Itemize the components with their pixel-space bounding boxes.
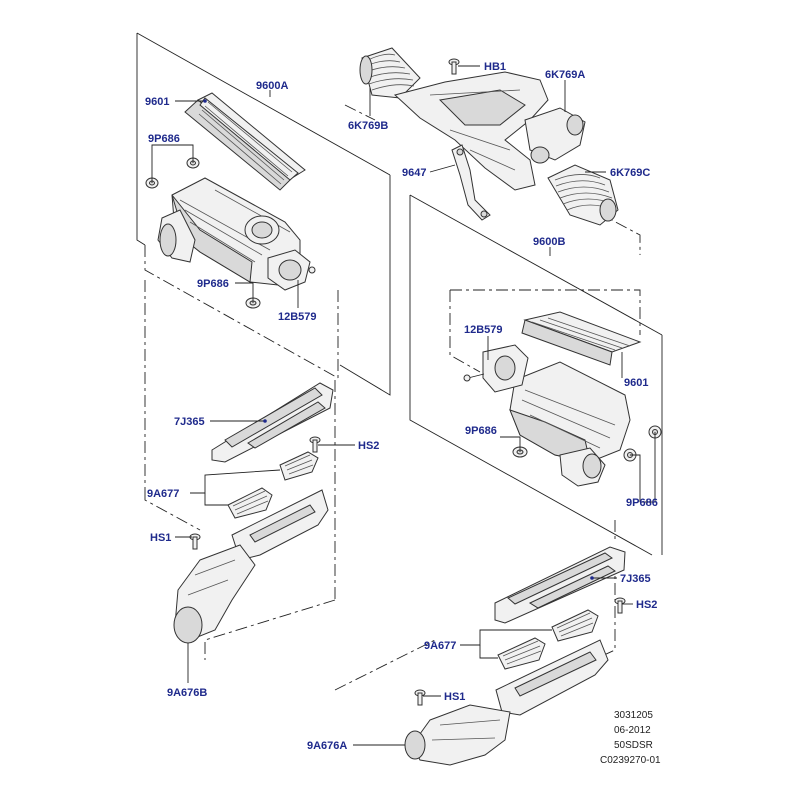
callout-labels: 9600A 9601 9P686 9P686 12B579 7J365 HS2 … (145, 61, 658, 752)
callout-9a676b: 9A676B (167, 687, 207, 699)
reference-illustration-id: C0239270-01 (600, 755, 661, 766)
callout-9p686-right-upper: 9P686 (465, 425, 497, 437)
bolt-hs2-right (614, 597, 626, 614)
bolt-hs1-left (189, 533, 201, 550)
leader-lines (151, 65, 656, 746)
callout-hb1: HB1 (484, 61, 506, 73)
diagram-reference-block: 3031205 06-2012 50SDSR C0239270-01 (600, 710, 661, 766)
callout-9647: 9647 (402, 167, 426, 179)
callout-9p686-left-top: 9P686 (148, 133, 180, 145)
callout-9p686-right-lower: 9P686 (626, 497, 658, 509)
frame-left-airbox (136, 32, 391, 396)
seal-7j365-left (211, 382, 334, 463)
bolt-hb1 (448, 58, 460, 75)
duct-tube-left (173, 489, 329, 644)
callout-7j365-right: 7J365 (620, 573, 651, 585)
callout-9601-right: 9601 (624, 377, 648, 389)
bolt-hs2-left (309, 436, 321, 453)
callout-9a677-right: 9A677 (424, 640, 456, 652)
reference-date: 06-2012 (614, 725, 651, 736)
reference-model-code: 50SDSR (614, 740, 653, 751)
air-filter-element-right (521, 311, 642, 366)
callout-9600b: 9600B (533, 236, 565, 248)
callout-7j365-left: 7J365 (174, 416, 205, 428)
duct-tube-right (404, 639, 609, 766)
mass-airflow-sensor-left (267, 249, 316, 291)
resonator-9a677-left-1 (279, 451, 319, 481)
callout-9p686-left-bottom: 9P686 (197, 278, 229, 290)
resonator-9a677-left-2 (227, 487, 273, 519)
airbox-right (509, 361, 631, 487)
callout-9600a: 9600A (256, 80, 288, 92)
bolt-hs1-right (414, 689, 426, 706)
callout-6k769b: 6K769B (348, 120, 388, 132)
callout-9601-left: 9601 (145, 96, 169, 108)
callout-hs2-left: HS2 (358, 440, 379, 452)
bracket-9647 (451, 144, 491, 221)
intake-bellows-left (359, 47, 421, 99)
seal-7j365-right (494, 546, 626, 624)
frame-right-airbox (409, 194, 663, 556)
callout-9a677-left: 9A677 (147, 488, 179, 500)
callout-hs2-right: HS2 (636, 599, 657, 611)
resonator-9a677-right-1 (551, 609, 599, 642)
callout-6k769a: 6K769A (545, 69, 585, 81)
callout-hs1-left: HS1 (150, 532, 171, 544)
callout-12b579-right: 12B579 (464, 324, 503, 336)
intake-manifold-duct (393, 71, 586, 191)
reference-number: 3031205 (614, 710, 653, 721)
air-filter-element-left (184, 92, 306, 191)
frame-left-duct (144, 280, 336, 660)
callout-hs1-right: HS1 (444, 691, 465, 703)
callout-12b579-left: 12B579 (278, 311, 317, 323)
mass-airflow-sensor-right (463, 344, 529, 393)
callout-9a676a: 9A676A (307, 740, 347, 752)
callout-6k769c: 6K769C (610, 167, 650, 179)
resonator-9a677-right-2 (497, 637, 546, 670)
intake-bellows-right (547, 164, 619, 226)
